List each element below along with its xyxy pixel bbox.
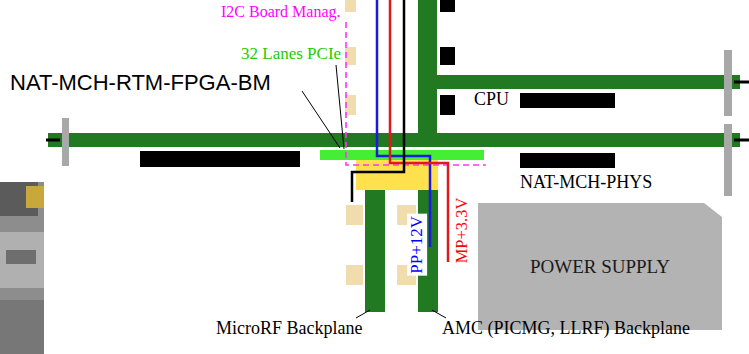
photo-fragment (6, 250, 36, 264)
chip (520, 93, 615, 108)
power-supply-box: POWER SUPPLY (478, 203, 722, 330)
connector-pad (440, 0, 455, 12)
power-rail-label: MP+3.3V (453, 195, 472, 265)
front-panel (724, 124, 732, 196)
photo-fragment (0, 300, 44, 354)
connector-pad (345, 0, 356, 12)
connector-pad (346, 265, 363, 285)
leader-line (336, 65, 344, 149)
microrf-backplane (365, 185, 385, 312)
signal-line (352, 0, 404, 202)
chip (140, 151, 300, 167)
front-panel (724, 50, 732, 116)
leader-line (432, 310, 446, 318)
backplane-label: AMC (PICMG, LLRF) Backplane (442, 318, 690, 339)
rtm-board (48, 133, 740, 147)
photo-fragment (0, 182, 44, 354)
board-label: NAT-MCH-RTM-FPGA-BM (10, 70, 271, 95)
connector-pad (440, 95, 455, 115)
cpu-board (437, 75, 740, 89)
leader-line (356, 310, 370, 318)
connector-label: 32 Lanes PCIe (241, 44, 341, 64)
photo-fragment (0, 232, 44, 288)
leader-line (302, 91, 340, 148)
photo-fragment (26, 186, 44, 208)
tick (46, 139, 60, 142)
power-rail-label: PP+12V (407, 214, 427, 276)
chip (520, 153, 615, 168)
box-title: POWER SUPPLY (530, 256, 670, 278)
connector-pad (346, 205, 363, 225)
board-label: CPU (474, 89, 509, 110)
vertical-board (418, 0, 437, 147)
board-label: NAT-MCH-PHYS (520, 172, 652, 193)
front-panel (62, 118, 69, 166)
box-shape (478, 203, 722, 330)
connector-pad (440, 47, 455, 65)
backplane-label: MicroRF Backplane (216, 318, 362, 339)
i2c-line (346, 22, 486, 165)
tick (734, 139, 749, 142)
tick (734, 81, 749, 84)
bus-label: I2C Board Manag. (221, 3, 341, 21)
